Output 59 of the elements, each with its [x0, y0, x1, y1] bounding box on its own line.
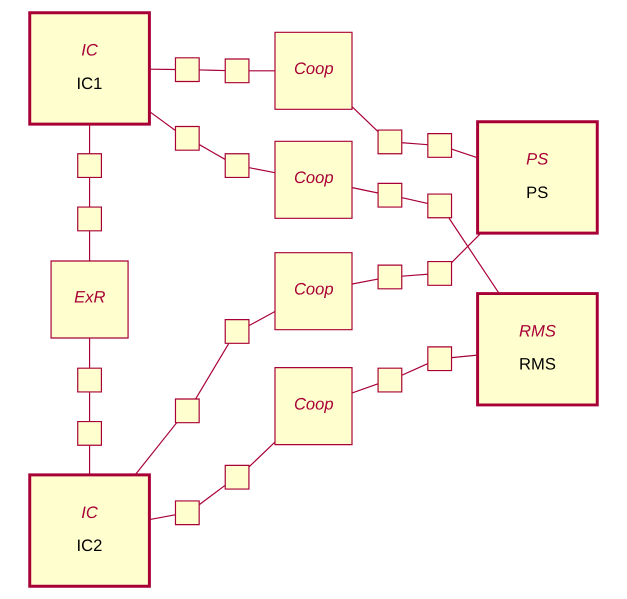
node-box	[77, 153, 102, 178]
connector	[249, 167, 276, 174]
connector	[402, 363, 428, 376]
node-box	[174, 126, 200, 151]
connector	[402, 197, 428, 204]
node-box: IC IC2	[28, 473, 151, 588]
connector	[402, 274, 428, 277]
connector	[248, 442, 276, 468]
node-box: ExR	[50, 260, 129, 339]
connector	[352, 383, 378, 394]
connector	[150, 68, 176, 70]
connector	[88, 124, 90, 154]
connector	[88, 445, 90, 475]
connector	[88, 231, 90, 261]
connector	[149, 111, 176, 131]
connector	[199, 484, 226, 505]
connector	[249, 70, 275, 72]
connector	[149, 514, 176, 520]
node-box: Coop	[274, 367, 353, 446]
node-box	[224, 319, 250, 344]
connector	[402, 142, 428, 146]
node-box	[377, 182, 402, 208]
node-box	[377, 129, 402, 154]
connector	[134, 422, 178, 475]
connector	[199, 144, 226, 160]
node-box	[427, 346, 452, 372]
node-box	[427, 133, 452, 158]
node-box: PS PS	[476, 120, 599, 235]
node-box	[224, 153, 250, 178]
connector	[452, 148, 478, 158]
node-box	[77, 206, 102, 232]
connector	[248, 311, 276, 326]
node-box	[77, 368, 102, 392]
node-box	[224, 464, 250, 490]
connector	[88, 392, 90, 422]
node-box: RMS RMS	[476, 292, 599, 406]
connector	[88, 338, 90, 368]
connector	[352, 187, 378, 194]
node-box	[427, 261, 452, 286]
connector	[195, 343, 230, 400]
node-box	[174, 398, 200, 424]
connector	[352, 278, 378, 285]
node-box: Coop	[274, 32, 353, 110]
connector	[88, 178, 90, 207]
connector	[199, 69, 225, 72]
connector	[451, 232, 482, 263]
node-box	[377, 368, 402, 392]
node-box	[224, 58, 250, 84]
connector	[452, 354, 478, 358]
node-box	[377, 264, 402, 290]
node-box	[174, 500, 200, 526]
node-box	[427, 193, 452, 218]
connector	[448, 218, 500, 294]
node-box	[77, 420, 102, 446]
node-box	[174, 57, 200, 82]
node-box: IC IC1	[28, 11, 151, 126]
node-box: Coop	[274, 140, 353, 219]
node-box: Coop	[274, 252, 353, 330]
connector	[352, 106, 378, 132]
